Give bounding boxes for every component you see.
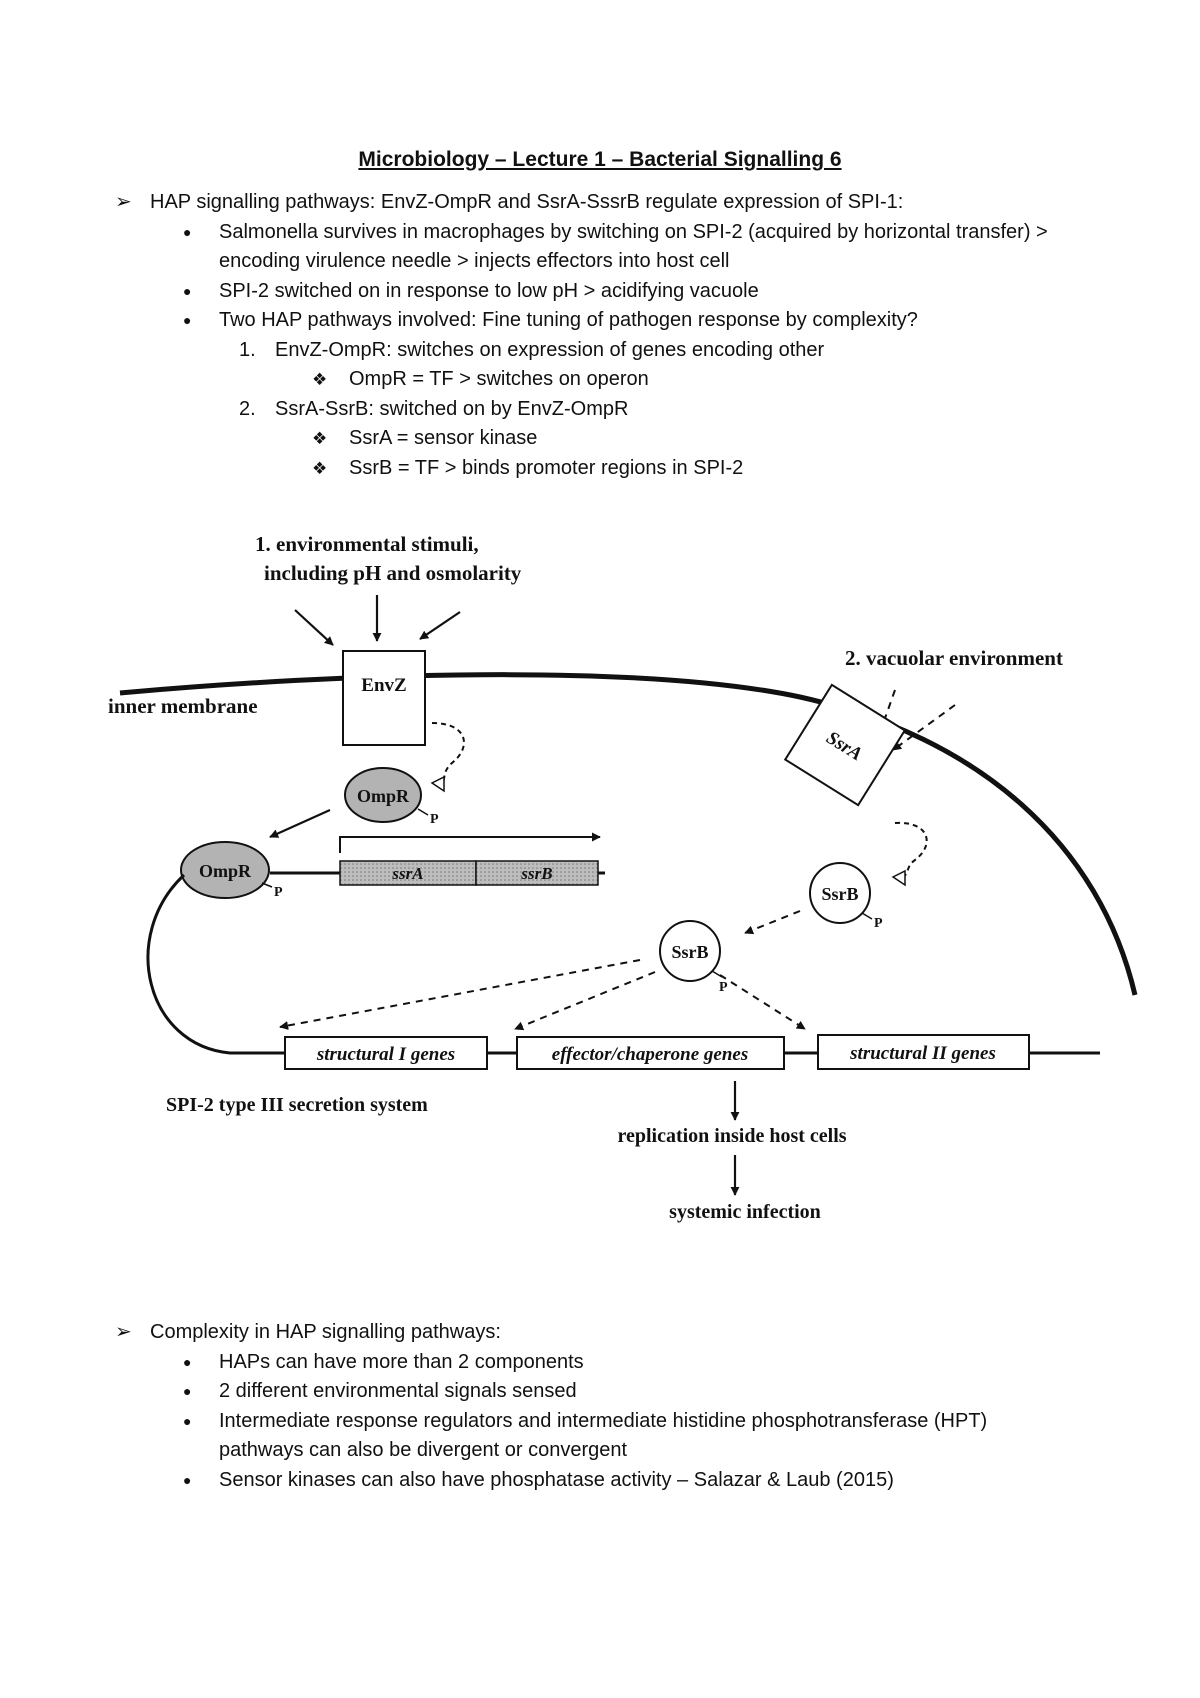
envz-box (342, 650, 426, 746)
effector-genes-box (516, 1036, 785, 1070)
bullet-icon: ● (183, 282, 192, 299)
activation-arrow-effector (514, 971, 656, 1031)
activation-arrow-structural1 (279, 959, 641, 1030)
dna-loop (146, 873, 285, 1055)
ssrb-transfer-arrow (744, 910, 801, 935)
section-hap-pathways: ➢ HAP signalling pathways: EnvZ-OmpR and… (115, 188, 1075, 483)
numbered-item: 1. EnvZ-OmpR: switches on expression of … (115, 336, 1075, 366)
list-item: ● HAPs can have more than 2 components (115, 1348, 1075, 1378)
ssrb-p-circle (809, 862, 871, 924)
bullet-icon: ● (183, 1471, 192, 1488)
item-number: 2. (239, 397, 256, 420)
list-item: ● Sensor kinases can also have phosphata… (115, 1466, 1075, 1496)
section-complexity: ➢ Complexity in HAP signalling pathways:… (115, 1318, 1075, 1495)
signalling-diagram: 1. environmental stimuli, including pH a… (108, 532, 1138, 1223)
list-item: ● Salmonella survives in macrophages by … (115, 218, 1075, 277)
list-item: ● SPI-2 switched on in response to low p… (115, 277, 1075, 307)
arrow-bullet-icon: ➢ (115, 191, 132, 213)
structural2-genes-label: structural II genes (849, 1043, 996, 1064)
structural1-genes-label: structural I genes (316, 1044, 455, 1065)
envz-label: EnvZ (361, 675, 406, 696)
phosphate-tick (417, 808, 429, 816)
structural1-genes-box (284, 1036, 488, 1070)
ompr-p-label: OmpR (357, 786, 410, 806)
replication-label: replication inside host cells (617, 1125, 846, 1147)
bullet-icon: ● (183, 1353, 192, 1370)
list-item: ● 2 different environmental signals sens… (115, 1377, 1075, 1407)
list-item: ● Two HAP pathways involved: Fine tuning… (115, 306, 1075, 336)
phosphate-label: P (274, 885, 283, 900)
bullet-icon: ● (183, 312, 192, 328)
inner-membrane-label: inner membrane (108, 694, 258, 718)
stimuli-label-line2: including pH and osmolarity (264, 561, 522, 585)
phosphotransfer-arrow (431, 722, 465, 788)
phosphotransfer-arrow (894, 821, 928, 880)
diamond-bullet-icon: ❖ (312, 370, 328, 389)
spi2-label: SPI-2 type III secretion system (166, 1094, 428, 1116)
ssrb-circle (659, 920, 721, 982)
bullet-icon: ● (183, 223, 192, 240)
stimulus-arrow (294, 609, 334, 646)
phosphate-tick (261, 882, 273, 888)
page-title: Microbiology – Lecture 1 – Bacterial Sig… (358, 148, 842, 171)
structural2-genes-box (817, 1034, 1030, 1070)
ssrb-gene (475, 860, 599, 886)
phosphate-label: P (719, 980, 728, 995)
phosphotransfer-arrowhead (891, 869, 906, 887)
ssrb-p-label: SsrB (821, 884, 858, 904)
numbered-item: 2. SsrA-SsrB: switched on by EnvZ-OmpR (115, 395, 1075, 425)
ompr-bound-label: OmpR (199, 861, 252, 881)
phosphate-tick (861, 912, 873, 920)
item-number: 1. (239, 338, 256, 361)
sub-item: ❖ SsrB = TF > binds promoter regions in … (115, 454, 1075, 484)
phosphotransfer-arrowhead (430, 775, 445, 793)
bullet-icon: ● (183, 1412, 192, 1429)
sub-item: ❖ SsrA = sensor kinase (115, 424, 1075, 454)
phosphate-label: P (430, 812, 439, 827)
arrow-bullet-icon: ➢ (115, 1321, 132, 1343)
sub-item: ❖ OmpR = TF > switches on operon (115, 365, 1075, 395)
ompr-binding-arrow (269, 808, 331, 839)
stimulus-arrow (419, 611, 461, 640)
ompr-bound-oval (180, 841, 270, 899)
section-heading: ➢ Complexity in HAP signalling pathways: (115, 1318, 1075, 1348)
list-item: ● Intermediate response regulators and i… (115, 1407, 1075, 1466)
stimuli-label-line1: 1. environmental stimuli, (255, 532, 479, 556)
inner-membrane-line (119, 672, 1138, 996)
effector-genes-label: effector/chaperone genes (552, 1044, 748, 1065)
bullet-icon: ● (183, 1383, 192, 1399)
activation-arrow-structural2 (719, 974, 806, 1030)
vacuolar-label: 2. vacuolar environment (845, 646, 1063, 670)
ssrb-gene-label: ssrB (520, 864, 552, 883)
ompr-p-oval (344, 767, 422, 823)
section-heading: ➢ HAP signalling pathways: EnvZ-OmpR and… (115, 188, 1075, 218)
phosphate-label: P (874, 916, 883, 931)
transcription-arrow (339, 832, 601, 853)
diamond-bullet-icon: ❖ (312, 429, 328, 448)
systemic-infection-label: systemic infection (669, 1201, 821, 1223)
diamond-bullet-icon: ❖ (312, 458, 328, 478)
ssrb-label: SsrB (671, 942, 708, 962)
ssra-gene-label: ssrA (391, 864, 423, 883)
ssra-box: SsrA (783, 683, 907, 807)
